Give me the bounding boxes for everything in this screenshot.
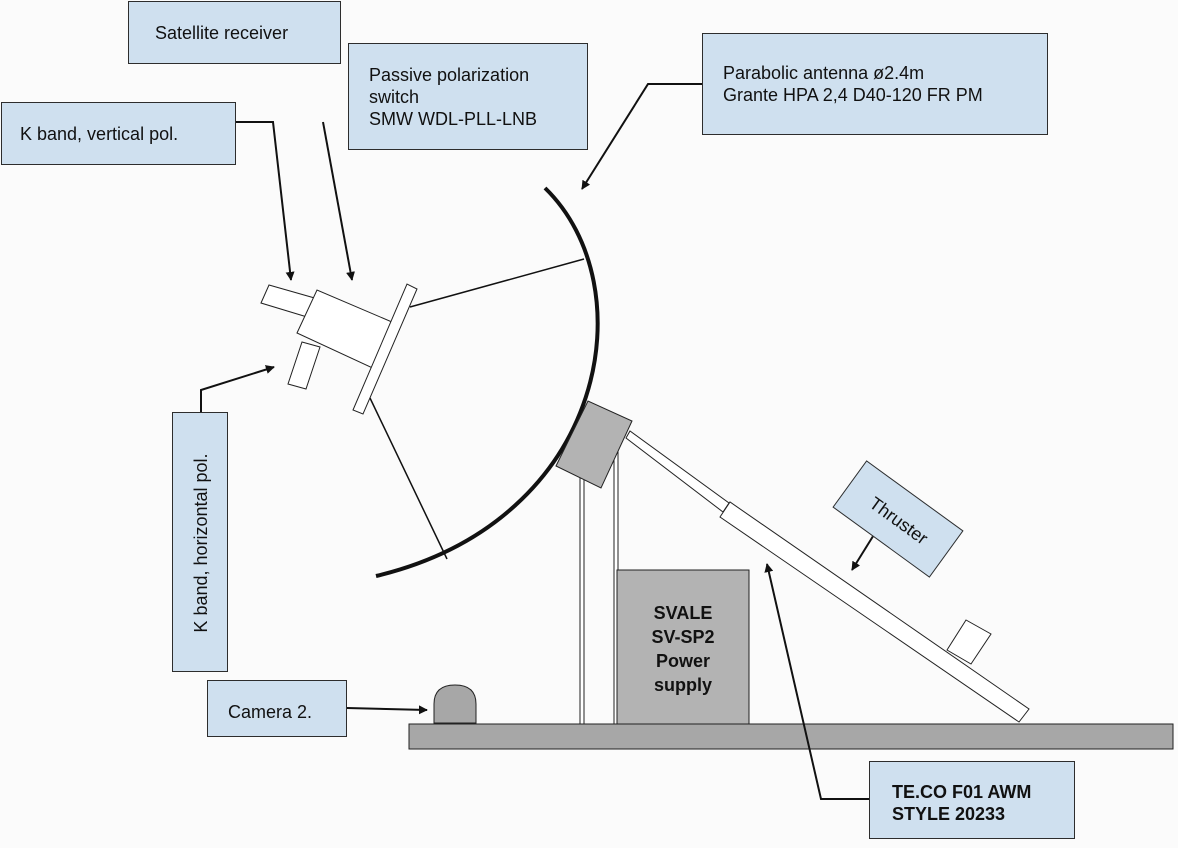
actuator-rod <box>625 430 730 513</box>
actuator-cylinder <box>719 501 1030 723</box>
base-plate <box>408 723 1174 750</box>
label-text: Camera 2. <box>228 702 313 722</box>
label-text: Power <box>655 651 711 671</box>
label-text: K band, vertical pol. <box>20 124 179 144</box>
label-text: K band, horizontal pol. <box>191 453 211 633</box>
label-k-band-vertical: K band, vertical pol. <box>1 102 236 165</box>
label-polarization-switch: Passive polarization switch SMW WDL-PLL-… <box>348 43 588 150</box>
label-text: TE.CO F01 AWM <box>892 782 1032 802</box>
feed-strut-lower <box>369 397 448 560</box>
arrow-k-band-vertical <box>236 121 295 281</box>
arrow-k-band-horizontal <box>200 365 275 412</box>
lnb-horizontal-port <box>287 341 321 390</box>
label-text: SV-SP2 <box>651 627 715 647</box>
label-text: SMW WDL-PLL-LNB <box>369 109 538 129</box>
feed-strut-upper <box>409 258 585 308</box>
actuator-tab <box>946 619 992 665</box>
power-supply-box <box>616 569 750 725</box>
label-text: switch <box>369 87 420 107</box>
arrow-thruster <box>851 532 876 571</box>
label-text: supply <box>653 675 712 695</box>
label-text: Satellite receiver <box>155 23 289 43</box>
label-satellite-receiver: Satellite receiver <box>128 1 341 64</box>
feed-flange <box>352 283 418 415</box>
support-post-left <box>579 477 585 725</box>
label-text: SVALE <box>653 603 713 623</box>
label-k-band-horizontal: K band, horizontal pol. <box>172 412 228 672</box>
label-parabolic-antenna: Parabolic antenna ø2.4m Grante HPA 2,4 D… <box>702 33 1048 135</box>
label-camera: Camera 2. <box>207 680 347 737</box>
mount-block <box>555 400 633 489</box>
arrow-camera <box>346 705 428 715</box>
label-text: Passive polarization <box>369 65 530 85</box>
label-text: Grante HPA 2,4 D40-120 FR PM <box>723 85 983 105</box>
arrow-parabolic-antenna <box>581 83 703 190</box>
label-text: STYLE 20233 <box>892 804 1006 824</box>
label-cable: TE.CO F01 AWM STYLE 20233 <box>869 761 1075 839</box>
arrow-polarization-switch <box>322 121 355 281</box>
arrow-cable <box>764 563 869 800</box>
label-text: Parabolic antenna ø2.4m <box>723 63 925 83</box>
parabolic-dish <box>375 186 600 578</box>
camera-dome <box>433 684 477 724</box>
power-supply-label: SVALE SV-SP2 Power supply <box>617 601 749 697</box>
